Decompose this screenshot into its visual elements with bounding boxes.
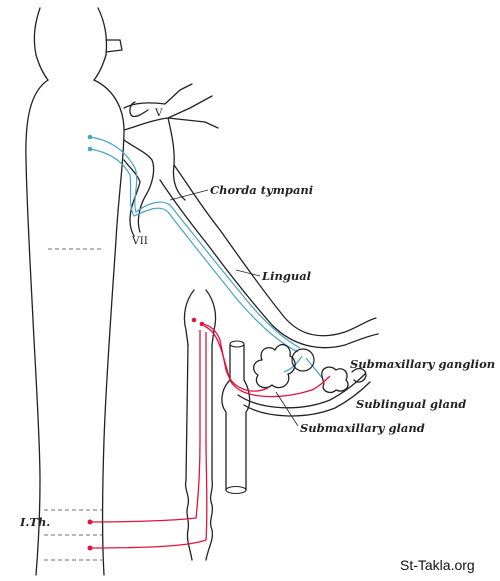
glands [237, 343, 371, 417]
facial-nerve [123, 139, 155, 237]
sympathetic-chain-left [184, 344, 193, 561]
sympathetic-fibers [87, 317, 331, 551]
brainstem-lateral-process [105, 39, 123, 53]
label-submaxillary-gland: Submaxillary gland [300, 421, 425, 435]
brainstem-spinal-cord [25, 7, 125, 576]
duct-end [351, 367, 367, 383]
trigeminal-ganglion [129, 101, 149, 118]
mandibular-branch [167, 117, 186, 201]
lingual-outline-lower [159, 179, 379, 349]
submaxillary-gland-shape [252, 343, 296, 389]
lingual-nerve [159, 164, 379, 349]
label-submaxillary-ganglion: Submaxillary ganglion [350, 357, 495, 371]
label-sublingual-gland: Sublingual gland [356, 397, 466, 411]
ganglion-dot-1 [191, 317, 197, 323]
cord-left-edge [25, 79, 49, 576]
label-first-thoracic: I.Th. [19, 515, 50, 529]
chorda-fiber-1 [89, 136, 301, 349]
preganglionic-fiber-2 [89, 332, 208, 549]
ganglion-branch-2 [305, 357, 323, 379]
postganglionic-fiber-2 [203, 325, 331, 398]
parasympathetic-fibers [87, 134, 323, 379]
leader-chorda [169, 189, 209, 201]
leader-lingual [235, 269, 261, 277]
trigeminal-root [123, 83, 219, 131]
ganglion-branch-1 [283, 355, 303, 373]
leader-submaxillary-gland [275, 391, 299, 427]
preganglionic-fiber-1 [89, 330, 201, 523]
sympathetic-chain-right [205, 344, 214, 561]
chorda-fiber-2 [89, 148, 299, 353]
submaxillary-ganglion [291, 348, 315, 372]
gland-duct [237, 373, 371, 417]
sublingual-gland-shape [321, 366, 349, 394]
label-trigeminal: V [154, 107, 163, 119]
trigeminal-nerve [123, 83, 219, 201]
cord-right-edge [93, 79, 125, 576]
watermark: St-Takla.org [400, 557, 475, 573]
lingual-outline-upper [173, 164, 377, 337]
carotid-artery [221, 340, 251, 495]
carotid-top [229, 340, 245, 348]
label-facial: VII [131, 235, 148, 247]
facial-nerve-outline [123, 139, 155, 237]
carotid-right [243, 344, 251, 491]
brainstem-top [33, 7, 108, 81]
carotid-bottom [225, 485, 247, 495]
ganglion-body [291, 348, 315, 372]
label-chorda-tympani: Chorda tympani [210, 183, 313, 197]
label-lingual: Lingual [261, 269, 312, 283]
